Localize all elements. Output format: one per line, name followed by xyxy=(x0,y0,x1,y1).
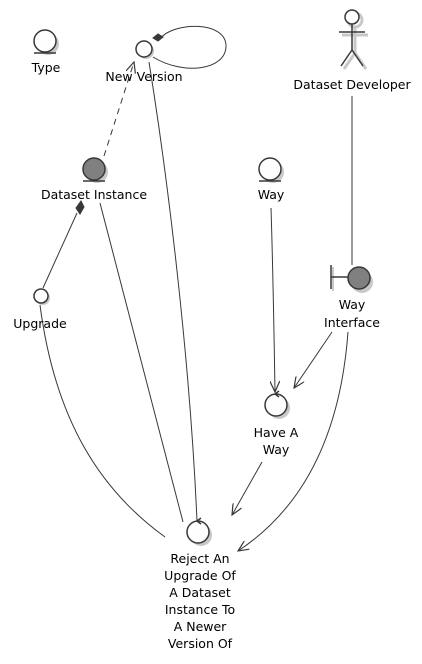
node-reject[interactable]: Reject An Upgrade Of A Dataset Instance … xyxy=(164,517,236,651)
node-new-version[interactable]: New Version xyxy=(105,40,183,84)
edge-upgrade-to-dataset-instance xyxy=(42,212,78,289)
node-type-label: Type xyxy=(31,60,61,75)
control-arrow-icon xyxy=(273,390,280,398)
actor-icon xyxy=(339,9,365,67)
entity-filled-icon xyxy=(82,157,106,181)
boundary-filled-icon xyxy=(347,266,371,290)
node-have-a-way[interactable]: Have A Way xyxy=(254,390,299,457)
node-reject-label-line-6: Version Of xyxy=(168,636,233,651)
edge-new-version-self-loop-diamond xyxy=(152,33,164,42)
edges xyxy=(39,25,353,551)
control-icon xyxy=(135,40,153,58)
node-way-label: Way xyxy=(258,187,285,202)
node-dataset-instance-label: Dataset Instance xyxy=(41,187,147,202)
node-dataset-developer-label: Dataset Developer xyxy=(293,77,411,92)
node-type[interactable]: Type xyxy=(31,29,61,75)
node-dataset-instance[interactable]: Dataset Instance xyxy=(41,157,147,202)
edge-have-a-way-to-reject xyxy=(232,461,263,515)
node-have-a-way-label-line-2: Way xyxy=(263,442,290,457)
node-reject-label-line-3: A Dataset xyxy=(169,585,231,600)
node-have-a-way-label-line-1: Have A xyxy=(254,425,299,440)
node-dataset-developer[interactable]: Dataset Developer xyxy=(293,9,411,92)
node-way-interface[interactable]: Way Interface xyxy=(324,265,380,330)
node-way-interface-label-line-1: Way xyxy=(339,297,366,312)
node-reject-label-line-4: Instance To xyxy=(165,602,235,617)
control-icon xyxy=(264,393,288,417)
control-icon xyxy=(186,520,210,544)
edge-way-interface-to-reject xyxy=(238,331,349,551)
node-new-version-label: New Version xyxy=(105,69,182,84)
node-upgrade-label: Upgrade xyxy=(13,316,67,331)
node-way[interactable]: Way xyxy=(258,157,285,202)
edge-reject-to-upgrade xyxy=(39,304,166,538)
edge-dataset-instance-to-new-version xyxy=(103,62,134,157)
node-upgrade[interactable]: Upgrade xyxy=(13,288,67,331)
node-reject-label-line-5: A Newer xyxy=(174,619,227,634)
edge-way-interface-to-have-a-way xyxy=(294,331,333,388)
edge-reject-to-dataset-instance xyxy=(99,202,184,523)
edge-new-version-self-loop xyxy=(152,25,227,69)
edge-way-to-have-a-way xyxy=(271,207,275,392)
entity-icon xyxy=(258,157,282,181)
entity-icon xyxy=(33,29,57,53)
control-arrow-icon xyxy=(195,517,202,525)
node-way-interface-label-line-2: Interface xyxy=(324,315,380,330)
edge-reject-to-new-version xyxy=(148,61,198,522)
circle-icon xyxy=(33,288,49,304)
edge-upgrade-to-dataset-instance-diamond xyxy=(75,200,85,215)
node-reject-label-line-2: Upgrade Of xyxy=(164,568,236,583)
node-reject-label-line-1: Reject An xyxy=(170,551,229,566)
